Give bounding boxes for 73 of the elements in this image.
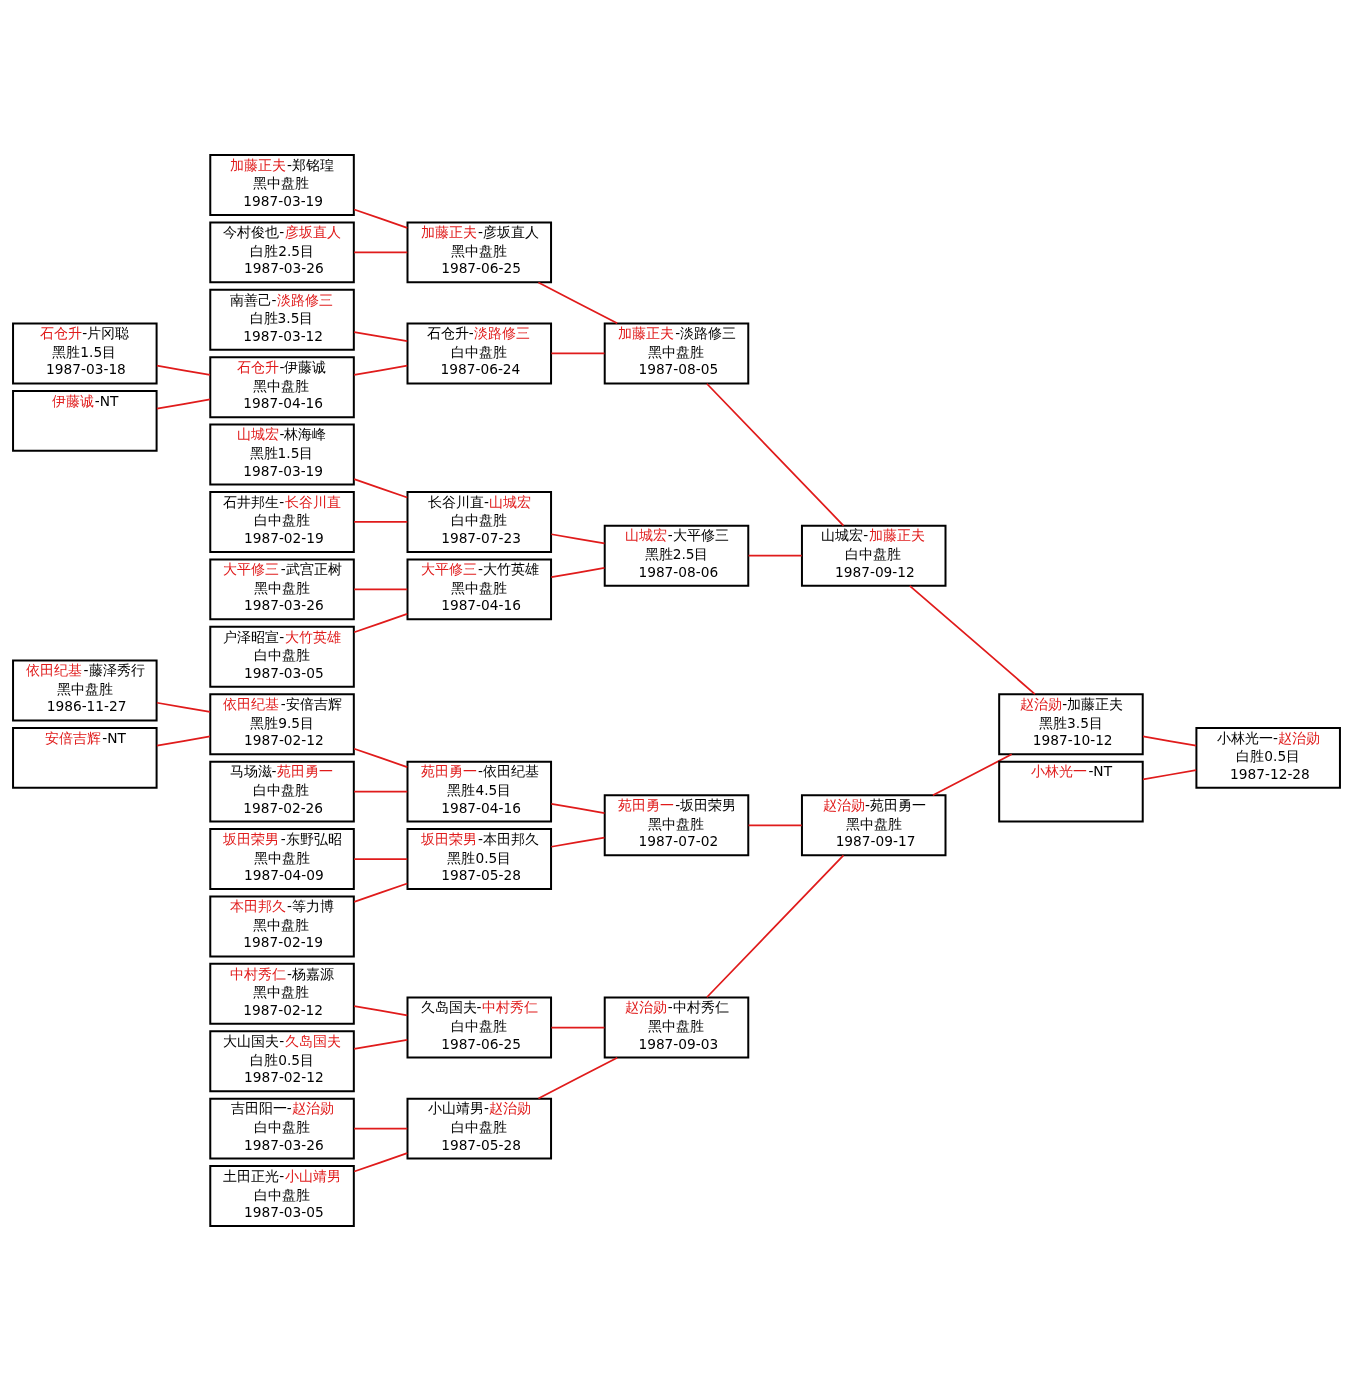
connector xyxy=(537,281,619,325)
connector xyxy=(353,478,409,499)
node-box: 今村俊也-彦坂直人 白胜2.5目 1987-03-26 xyxy=(209,221,355,284)
node-box: 大平修三-大竹英雄 黑中盘胜 1987-04-16 xyxy=(406,558,553,621)
node-box: 长谷川直-山城宏 白中盘胜 1987-07-23 xyxy=(406,491,553,553)
node-box: 赵治勋-苑田勇一 黑中盘胜 1987-09-17 xyxy=(800,794,947,857)
connector xyxy=(353,1152,409,1173)
connector xyxy=(1142,769,1197,781)
node-box: 土田正光-小山靖男 白中盘胜 1987-03-05 xyxy=(209,1165,355,1227)
node-box: 苑田勇一-依田纪基 黑胜4.5目 1987-04-16 xyxy=(406,760,553,823)
connector xyxy=(353,251,409,254)
connector xyxy=(550,533,606,545)
connector xyxy=(353,364,409,376)
connector xyxy=(353,613,409,634)
node-box: 依田纪基-藤泽秀行 黑中盘胜 1986-11-27 xyxy=(12,659,158,722)
connector xyxy=(550,803,606,814)
node-box: 赵治勋-加藤正夫 黑胜3.5目 1987-10-12 xyxy=(998,693,1144,756)
connector xyxy=(156,364,211,376)
node-box: 坂田荣男-东野弘昭 黑中盘胜 1987-04-09 xyxy=(209,828,355,890)
node-box: 加藤正夫-彦坂直人 黑中盘胜 1987-06-25 xyxy=(406,221,553,284)
connector xyxy=(353,790,409,793)
connector xyxy=(932,753,1013,797)
connector xyxy=(353,331,409,343)
connector xyxy=(156,735,211,747)
node-box: 小林光一-赵治勋 白胜0.5目 1987-12-28 xyxy=(1195,726,1341,789)
connector xyxy=(353,747,409,768)
node-box: 依田纪基-安倍吉辉 黑胜9.5目 1987-02-12 xyxy=(209,693,355,756)
node-box: 中村秀仁-杨嘉源 黑中盘胜 1987-02-12 xyxy=(209,962,355,1025)
connector xyxy=(747,824,803,827)
node-box: 南善己-淡路修三 白胜3.5目 1987-03-12 xyxy=(209,288,355,351)
node-box: 石仓升-片冈聪 黑胜1.5目 1987-03-18 xyxy=(12,322,158,385)
connector xyxy=(537,1056,619,1100)
node-box: 小林光一-NT xyxy=(998,760,1144,823)
node-box: 本田邦久-等力博 黑中盘胜 1987-02-19 xyxy=(209,895,355,958)
node-box: 山城宏-加藤正夫 白中盘胜 1987-09-12 xyxy=(800,524,947,587)
node-box: 马场滋-苑田勇一 白中盘胜 1987-02-26 xyxy=(209,760,355,823)
connector xyxy=(908,584,1036,695)
node-box: 石井邦生-长谷川直 白中盘胜 1987-02-19 xyxy=(209,491,355,553)
node-box: 加藤正夫-淡路修三 黑中盘胜 1987-08-05 xyxy=(603,322,750,385)
connector xyxy=(156,701,211,713)
connector xyxy=(353,521,409,523)
connector xyxy=(706,854,845,999)
connector xyxy=(550,352,606,355)
connector xyxy=(353,208,409,229)
node-box: 山城宏-林海峰 黑胜1.5目 1987-03-19 xyxy=(209,423,355,486)
node-box: 大平修三-武宫正树 黑中盘胜 1987-03-26 xyxy=(209,558,355,621)
connector xyxy=(353,882,409,903)
node-box: 伊藤诚-NT xyxy=(12,389,158,452)
node-box: 山城宏-大平修三 黑胜2.5目 1987-08-06 xyxy=(603,524,750,587)
connector xyxy=(550,836,606,848)
connector xyxy=(353,1038,409,1050)
node-box: 小山靖男-赵治勋 白中盘胜 1987-05-28 xyxy=(406,1097,553,1160)
connector xyxy=(353,858,409,860)
node-box: 吉田阳一-赵治勋 白中盘胜 1987-03-26 xyxy=(209,1097,355,1160)
connector xyxy=(706,382,845,527)
node-box: 安倍吉辉-NT xyxy=(12,726,158,789)
node-box: 大山国夫-久岛国夫 白胜0.5目 1987-02-12 xyxy=(209,1030,355,1093)
node-box: 加藤正夫-郑铭瑝 黑中盘胜 1987-03-19 xyxy=(209,154,355,216)
node-box: 坂田荣男-本田邦久 黑胜0.5目 1987-05-28 xyxy=(406,828,553,890)
node-box: 石仓升-淡路修三 白中盘胜 1987-06-24 xyxy=(406,322,553,385)
connector xyxy=(353,1127,409,1130)
node-box: 石仓升-伊藤诚 黑中盘胜 1987-04-16 xyxy=(209,356,355,419)
connector xyxy=(353,1005,409,1017)
node-box: 久岛国夫-中村秀仁 白中盘胜 1987-06-25 xyxy=(406,996,553,1059)
connector xyxy=(550,1026,606,1029)
connector xyxy=(1142,735,1197,747)
connector xyxy=(156,398,211,410)
node-box: 户泽昭宣-大竹英雄 白中盘胜 1987-03-05 xyxy=(209,625,355,688)
connector xyxy=(747,554,803,557)
connector xyxy=(353,588,409,591)
connector xyxy=(550,567,606,578)
node-box: 苑田勇一-坂田荣男 黑中盘胜 1987-07-02 xyxy=(603,794,750,857)
node-box: 赵治勋-中村秀仁 黑中盘胜 1987-09-03 xyxy=(603,996,750,1059)
